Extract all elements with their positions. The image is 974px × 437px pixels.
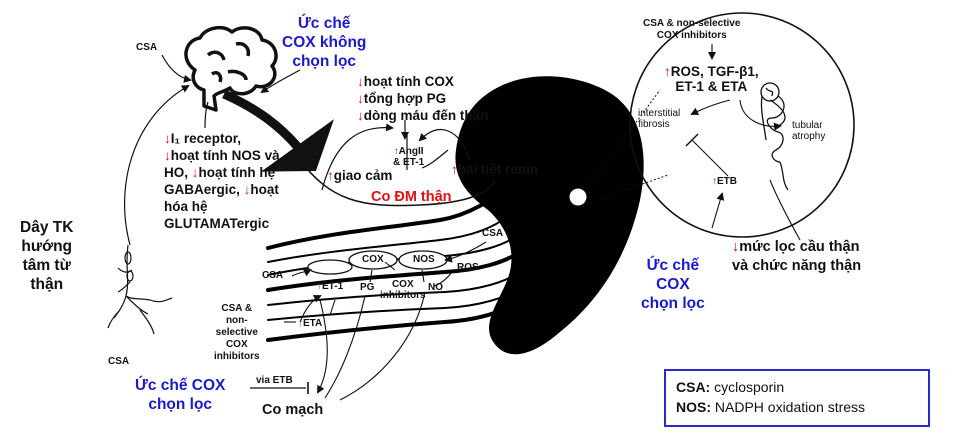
renal-artery-label: Co ĐM thận: [371, 189, 452, 205]
left-ellipse: [307, 259, 353, 275]
renal-effect-1: ↓hoạt tính COX: [357, 74, 454, 89]
line-cox-pg: [369, 269, 373, 283]
renal-artery-curve: [299, 159, 496, 207]
cox-label: COX: [362, 254, 384, 265]
sympathetic-label: ↑giao cảm: [327, 168, 393, 183]
cox-inhibitors-label: COX inhibitors: [380, 279, 426, 301]
ros-label: ROS: [457, 262, 479, 273]
arrow-nerve-to-brain: [124, 84, 190, 246]
main-arrow: [222, 89, 334, 172]
nephron-arrow-atrophy: [739, 99, 782, 131]
legend-box: CSA: cyclosporin NOS: NADPH oxidation st…: [664, 369, 930, 427]
legend-nos-key: NOS:: [676, 399, 711, 415]
kidney-zoom-spot: [568, 187, 588, 207]
interstitial-fibrosis-label: interstitial fibrosis: [638, 108, 681, 130]
no-label: NO: [428, 282, 443, 293]
csa-nonselective-left-label: CSA & non- selective COX inhibitors: [214, 303, 260, 362]
legend-row-csa: CSA: cyclosporin: [676, 377, 918, 397]
etb-label: ↑ETB: [712, 176, 738, 187]
nephron-etb-inhibit: [691, 139, 729, 177]
arrow-eta-up: [299, 295, 322, 323]
zoom-line-bottom: [585, 174, 669, 205]
gfr-label: ↓mức lọc cầu thận và chức năng thận: [732, 239, 862, 274]
arrow-cox-to-brain: [260, 69, 301, 94]
renin-arrow: [421, 149, 449, 169]
line-nos-no: [421, 269, 425, 283]
nephron-zoom-circle: [629, 12, 855, 238]
cox-ellipse: [348, 250, 398, 270]
csa-top-label: CSA: [136, 42, 158, 53]
et1-label: ↑ET-1: [317, 281, 344, 292]
afferent-nerve-label: Dây TK hướng tâm từ thận: [20, 219, 74, 293]
cox-nonselective-title: Ức chế COX không chọn lọc: [282, 15, 367, 70]
eta-label: ↑ETA: [298, 318, 323, 329]
sympathetic-arrow: [321, 123, 394, 191]
ros-list-label: ↑ROS, TGF-β1, ET-1 & ETA: [664, 64, 759, 94]
renal-effect-2: ↓tổng hợp PG: [357, 91, 447, 106]
legend-csa-key: CSA:: [676, 379, 711, 395]
kidney-shape: [455, 76, 644, 355]
csa-bottom-left-label: CSA: [108, 356, 130, 367]
zoom-line-top: [585, 89, 661, 191]
legend-row-nos: NOS: NADPH oxidation stress: [676, 397, 918, 417]
cox-selective-right-title: Ức chế COX chọn lọc: [641, 257, 705, 312]
nephron-icon: [760, 82, 789, 191]
legend-nos-value: NADPH oxidation stress: [711, 399, 866, 415]
right-selective-arrow: [711, 192, 725, 229]
csa-vessel-right-label: CSA: [482, 228, 504, 239]
renal-feedback-curve: [418, 129, 471, 161]
arrow-csa-to-brain: [161, 54, 192, 83]
line-to-vasoconstriction-1: [317, 299, 328, 394]
arrow-neuro-to-brain: [204, 101, 209, 129]
line-to-vasoconstriction-3: [339, 291, 426, 401]
csa-vessel-left-label: CSA: [262, 270, 284, 281]
csa-nonselective-right-label: CSA & non-selective COX inhibitors: [643, 18, 741, 41]
via-etb-label: via ETB: [256, 375, 293, 386]
neuro-effects-list: ↓I₁ receptor, ↓hoạt tính NOS và HO, ↓hoạ…: [164, 131, 280, 231]
cox-selective-left-title: Ức chế COX chọn lọc: [135, 377, 226, 413]
arrow-csa-right: [444, 241, 487, 263]
gfr-line: [769, 179, 801, 241]
nephron-etb-bar: [685, 133, 699, 147]
nephron-arrow-fibrosis: [690, 99, 731, 115]
line-to-vasoconstriction-2: [324, 295, 366, 399]
angii-label: ↑AngII & ET-1: [393, 146, 425, 168]
nos-label: NOS: [413, 254, 435, 265]
vasoconstriction-label: Co mạch: [262, 402, 324, 418]
line-coxinh: [384, 261, 396, 271]
brain-icon: [184, 26, 278, 112]
line-et1: [329, 299, 336, 316]
pg-label: PG: [360, 282, 375, 293]
arrow-csa-vessel-left: [291, 269, 312, 277]
renin-label: ↑bài tiết renin: [451, 162, 539, 177]
arrow-ros-no: [433, 271, 453, 287]
legend-csa-value: cyclosporin: [710, 379, 785, 395]
renal-effect-3: ↓dòng máu đến thận: [357, 108, 489, 123]
nerve-icon: [107, 244, 173, 335]
tubular-atrophy-label: tubular atrophy: [792, 120, 826, 142]
